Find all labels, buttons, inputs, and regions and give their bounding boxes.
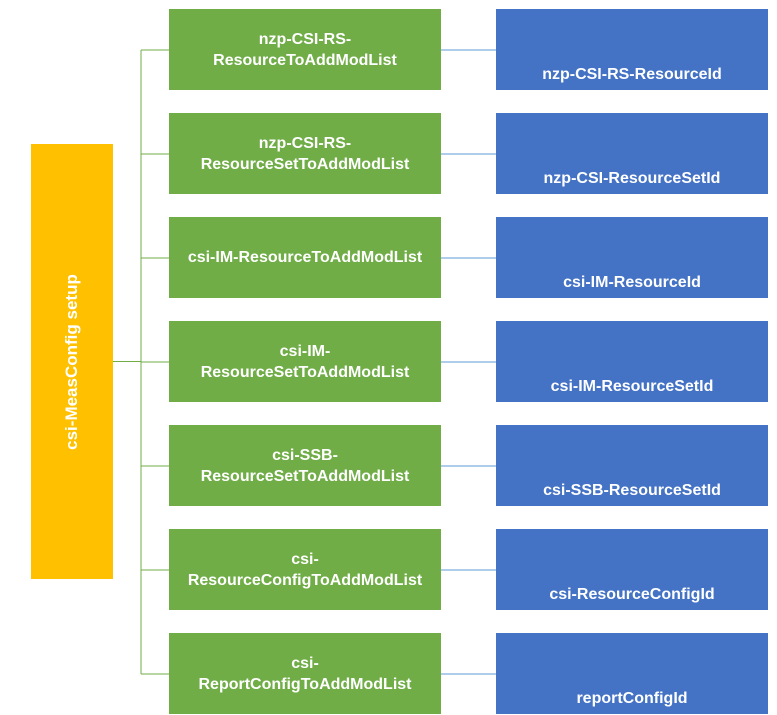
list-node-label: csi- ReportConfigToAddModList xyxy=(199,653,412,695)
list-node-label-line: ReportConfigToAddModList xyxy=(198,675,412,693)
id-node: csi-ResourceConfigId xyxy=(496,529,768,610)
id-node: csi-IM-ResourceId xyxy=(496,217,768,298)
list-node: nzp-CSI-RS- ResourceSetToAddModList xyxy=(169,113,441,194)
list-node-label: csi-SSB- ResourceSetToAddModList xyxy=(201,445,410,487)
list-node-label-line: ResourceConfigToAddModList xyxy=(187,571,423,589)
list-node-label-line: csi-IM-ResourceToAddModList xyxy=(187,249,423,266)
list-node-label-line: nzp-CSI-RS- xyxy=(258,30,352,48)
root-node-label: csi-MeasConfig setup xyxy=(62,273,82,450)
list-node-label: csi- ResourceConfigToAddModList xyxy=(188,549,422,591)
list-node-label-line: ResourceToAddModList xyxy=(213,51,397,69)
list-node-label-line: ResourceSetToAddModList xyxy=(200,467,410,485)
id-node: csi-SSB-ResourceSetId xyxy=(496,425,768,506)
list-node-label: nzp-CSI-RS- ResourceToAddModList xyxy=(213,29,397,71)
id-node-label: csi-SSB-ResourceSetId xyxy=(543,482,721,499)
list-node: csi-IM-ResourceToAddModList xyxy=(169,217,441,298)
list-node-label: nzp-CSI-RS- ResourceSetToAddModList xyxy=(201,133,410,175)
id-node: reportConfigId xyxy=(496,633,768,714)
list-node-label: csi-IM-ResourceToAddModList xyxy=(188,247,422,268)
list-node-label-line: ResourceSetToAddModList xyxy=(200,363,410,381)
list-node: csi-SSB- ResourceSetToAddModList xyxy=(169,425,441,506)
id-node-label: csi-IM-ResourceSetId xyxy=(550,378,714,395)
list-node-label-line: nzp-CSI-RS- xyxy=(258,134,352,152)
list-node-label-line: csi- xyxy=(291,550,319,568)
id-node-label: csi-IM-ResourceId xyxy=(563,274,701,291)
list-node-label-line: ResourceSetToAddModList xyxy=(200,155,410,173)
list-node-label: csi-IM- ResourceSetToAddModList xyxy=(201,341,410,383)
list-node-label-line: csi- xyxy=(291,654,319,672)
id-node-label: nzp-CSI-ResourceSetId xyxy=(543,170,721,187)
id-node-label: csi-ResourceConfigId xyxy=(549,586,715,603)
list-node: nzp-CSI-RS- ResourceToAddModList xyxy=(169,9,441,90)
list-node: csi- ResourceConfigToAddModList xyxy=(169,529,441,610)
root-node-csi-measconfig-setup: csi-MeasConfig setup xyxy=(31,144,113,579)
id-node-label: nzp-CSI-RS-ResourceId xyxy=(542,66,722,83)
id-node: nzp-CSI-ResourceSetId xyxy=(496,113,768,194)
id-node-label: reportConfigId xyxy=(576,690,688,707)
id-node: csi-IM-ResourceSetId xyxy=(496,321,768,402)
id-node: nzp-CSI-RS-ResourceId xyxy=(496,9,768,90)
list-node: csi- ReportConfigToAddModList xyxy=(169,633,441,714)
list-node-label-line: csi-SSB- xyxy=(272,446,338,464)
list-node-label-line: csi-IM- xyxy=(279,342,331,360)
list-node: csi-IM- ResourceSetToAddModList xyxy=(169,321,441,402)
